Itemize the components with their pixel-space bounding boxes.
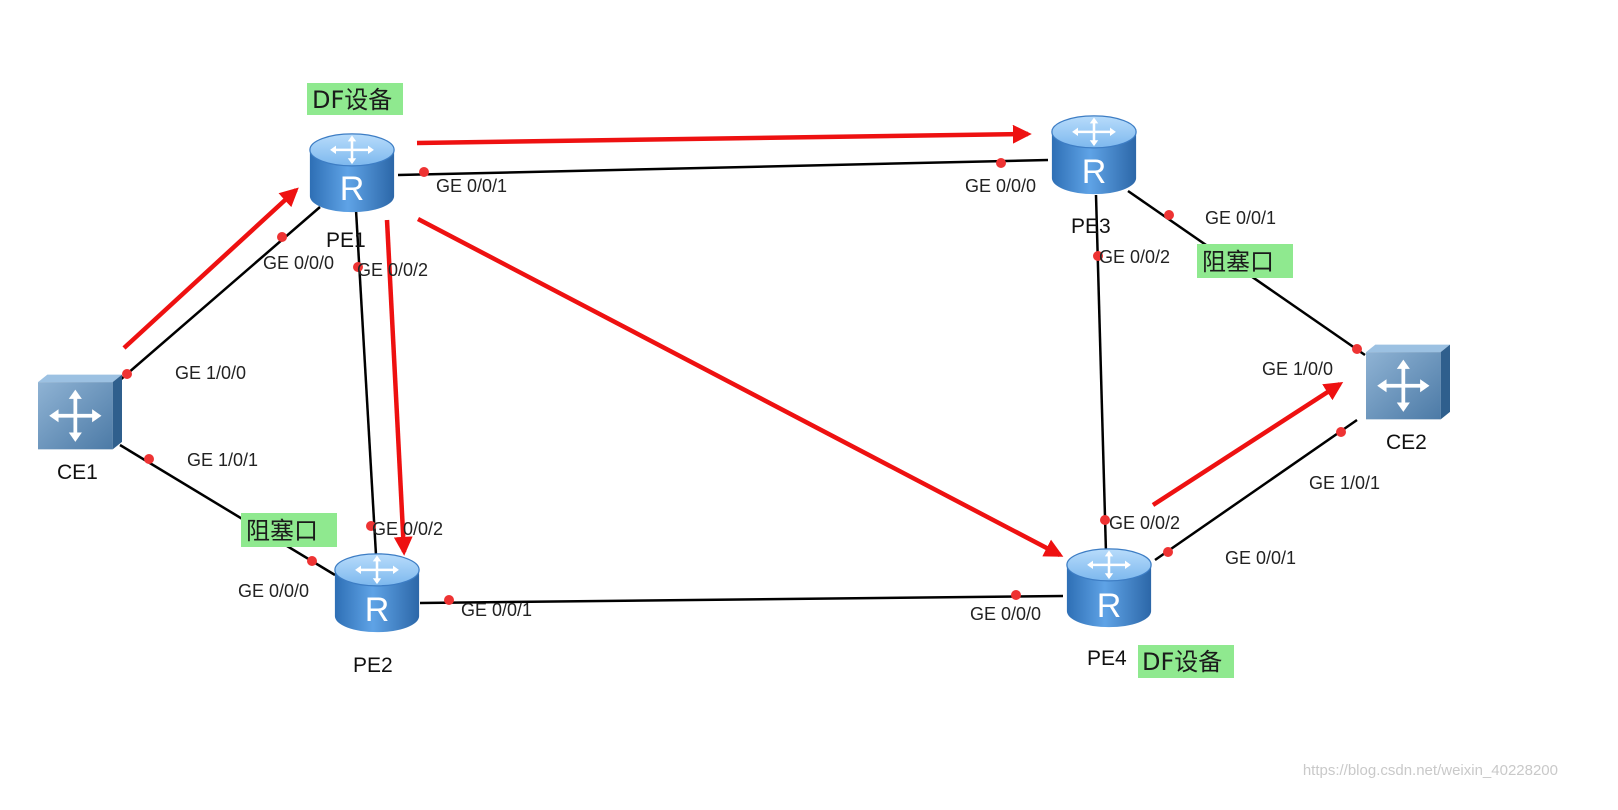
- port-labels: GE 0/0/1 GE 0/0/0 GE 0/0/2 GE 0/0/0 GE 0…: [175, 176, 1380, 624]
- port-label-pe3-ge000: GE 0/0/0: [965, 176, 1036, 196]
- watermark-text: https://blog.csdn.net/weixin_40228200: [1303, 762, 1558, 779]
- router-glyph: R: [1082, 153, 1107, 191]
- tag-df-pe4: DF设备: [1138, 645, 1234, 678]
- port-dot[interactable]: [353, 262, 363, 272]
- tag-background: [1138, 645, 1234, 678]
- router-pe1[interactable]: R: [308, 132, 396, 214]
- link-pe2-pe4: [419, 594, 1064, 605]
- switch-ce1[interactable]: [36, 372, 124, 452]
- link-pe4-ce2: [1154, 418, 1358, 562]
- port-dot[interactable]: [277, 232, 287, 242]
- port-label-pe2-ge000: GE 0/0/0: [238, 581, 309, 601]
- tag-background: [241, 513, 337, 547]
- tag-label: 阻塞口: [1202, 248, 1274, 276]
- device-label-pe3: PE3: [1071, 215, 1111, 238]
- port-dot[interactable]: [144, 454, 154, 464]
- port-dot[interactable]: [1352, 344, 1362, 354]
- device-label-ce2: CE2: [1386, 431, 1427, 454]
- arrow-pe1-to-pe4: [416, 217, 1064, 557]
- tag-df-pe1: DF设备: [307, 83, 403, 115]
- switch-icon: [36, 372, 124, 452]
- port-label-pe4-ge000: GE 0/0/0: [970, 604, 1041, 624]
- tag-background: [1197, 244, 1293, 278]
- tag-label: DF设备: [312, 86, 392, 114]
- arrow-pe1-to-pe2: [384, 219, 413, 556]
- arrow-pe4-to-ce2: [1151, 381, 1344, 507]
- device-label-pe1: PE1: [326, 229, 366, 252]
- port-label-pe4-ge002: GE 0/0/2: [1109, 513, 1180, 533]
- port-label-pe1-ge000: GE 0/0/0: [263, 253, 334, 273]
- arrow-pe1-to-pe3: [416, 124, 1032, 146]
- port-label-pe4-ge001: GE 0/0/1: [1225, 548, 1296, 568]
- switch-icon: [1364, 342, 1452, 422]
- router-pe2[interactable]: R: [333, 552, 421, 634]
- port-dot[interactable]: [1163, 547, 1173, 557]
- device-label-ce1: CE1: [57, 461, 98, 484]
- link-pe1-pe3: [397, 158, 1049, 177]
- device-labels: PE1 PE3 CE1 CE2 PE2 PE4: [57, 215, 1427, 677]
- tag-label: DF设备: [1142, 648, 1222, 676]
- router-pe3[interactable]: R: [1050, 114, 1138, 196]
- tag-blocked-pe2: 阻塞口: [241, 513, 337, 547]
- port-label-pe2-ge002: GE 0/0/2: [372, 519, 443, 539]
- port-label-pe1-ge002: GE 0/0/2: [357, 260, 428, 280]
- router-glyph: R: [340, 170, 365, 208]
- port-dot[interactable]: [366, 521, 376, 531]
- switch-ce2[interactable]: [1364, 342, 1452, 422]
- router-glyph: R: [1097, 587, 1122, 625]
- tag-blocked-pe3: 阻塞口: [1197, 244, 1293, 278]
- port-dot[interactable]: [419, 167, 429, 177]
- port-label-pe3-ge002: GE 0/0/2: [1099, 247, 1170, 267]
- port-dot[interactable]: [444, 595, 454, 605]
- traffic-arrows: [122, 124, 1344, 557]
- tag-label: 阻塞口: [246, 517, 318, 545]
- port-dot[interactable]: [307, 556, 317, 566]
- router-pe4[interactable]: R: [1065, 547, 1153, 629]
- device-label-pe2: PE2: [353, 654, 393, 677]
- port-label-ce2-ge101: GE 1/0/1: [1309, 473, 1380, 493]
- port-label-ce1-ge100: GE 1/0/0: [175, 363, 246, 383]
- link-pe1-ce1: [119, 206, 321, 381]
- port-dot[interactable]: [1164, 210, 1174, 220]
- router-glyph: R: [365, 591, 390, 629]
- port-dot[interactable]: [122, 369, 132, 379]
- device-label-pe4: PE4: [1087, 647, 1127, 670]
- port-dot[interactable]: [1011, 590, 1021, 600]
- port-label-pe3-ge001: GE 0/0/1: [1205, 208, 1276, 228]
- port-label-pe2-ge001: GE 0/0/1: [461, 600, 532, 620]
- port-label-ce1-ge101: GE 1/0/1: [187, 450, 258, 470]
- port-dot[interactable]: [996, 158, 1006, 168]
- port-dot[interactable]: [1336, 427, 1346, 437]
- port-label-pe1-ge001: GE 0/0/1: [436, 176, 507, 196]
- port-dot[interactable]: [1100, 515, 1110, 525]
- port-label-ce2-ge100: GE 1/0/0: [1262, 359, 1333, 379]
- port-dots: [122, 158, 1362, 605]
- tag-background: [307, 83, 403, 115]
- port-dot[interactable]: [1093, 251, 1103, 261]
- arrow-ce1-to-pe1: [122, 187, 299, 350]
- link-ce1-pe2: [119, 443, 336, 577]
